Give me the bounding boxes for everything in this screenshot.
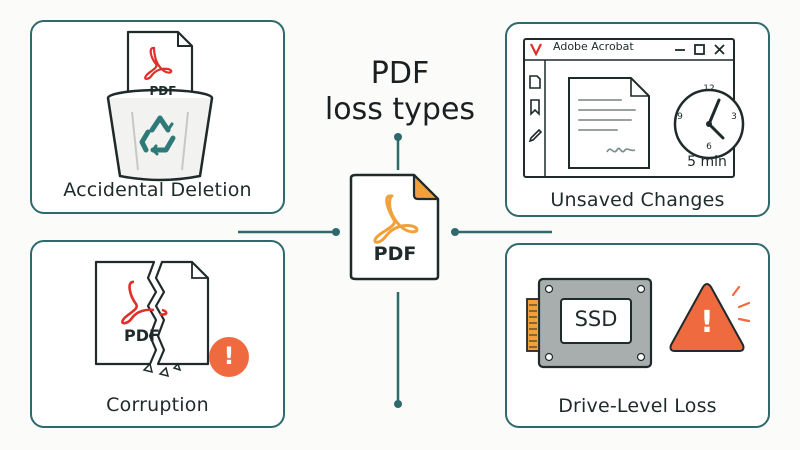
- recycle-icon: [139, 115, 176, 156]
- page-sidebar-icon: [529, 75, 541, 89]
- debris-icon: [142, 362, 182, 378]
- clock-number-9: 9: [677, 112, 683, 122]
- window-controls: [675, 44, 725, 55]
- timer-label: 5 min: [687, 154, 727, 170]
- acrobat-window: [523, 38, 745, 178]
- ssd-connector-icon: [526, 298, 540, 352]
- close-icon: [714, 44, 725, 55]
- corruption-alert-mark: !: [223, 342, 235, 370]
- title-line-2: loss types: [324, 92, 476, 127]
- connector-right-dot: [451, 228, 459, 236]
- bookmark-sidebar-icon: [530, 99, 540, 116]
- card-accidental-deletion: PDF Accidental Deletion: [30, 20, 285, 214]
- drive-alert-mark: !: [700, 305, 714, 340]
- card-label-drive-level-loss: Drive-Level Loss: [558, 395, 717, 417]
- ssd-drive-icon: [526, 277, 653, 369]
- card-unsaved-changes: Adobe Acrobat 12 3 6 9 5 min Unsaved Cha…: [505, 22, 770, 217]
- acrobat-logo-icon: [121, 280, 168, 325]
- acrobat-logo-icon: [144, 46, 173, 80]
- center-pdf-document-icon: [349, 173, 440, 281]
- signature-icon: [606, 147, 636, 153]
- alert-spark-icon: [731, 285, 751, 323]
- connector-top-dot: [394, 133, 402, 141]
- card-label-accidental-deletion: Accidental Deletion: [63, 179, 252, 201]
- card-label-corruption: Corruption: [106, 394, 209, 416]
- center-pdf-label: PDF: [373, 243, 417, 265]
- maximize-icon: [694, 44, 705, 55]
- clock-number-12: 12: [703, 84, 715, 94]
- card-label-unsaved-changes: Unsaved Changes: [550, 189, 725, 211]
- clock-number-3: 3: [731, 112, 737, 122]
- warning-triangle-icon: [669, 283, 751, 352]
- connector-left-dot: [332, 228, 340, 236]
- acrobat-logo-icon: [373, 194, 419, 244]
- card-corruption: PDF ! Corruption: [30, 240, 285, 428]
- card-drive-level-loss: SSD ! Drive-Level Loss: [505, 243, 770, 428]
- pen-sidebar-icon: [528, 128, 543, 143]
- torn-pdf-label: PDF: [124, 326, 160, 345]
- ssd-label: SSD: [574, 307, 618, 331]
- acrobat-window-title: Adobe Acrobat: [553, 40, 634, 53]
- connector-bottom-dot: [394, 400, 402, 408]
- title-line-1: PDF: [370, 56, 430, 91]
- clock-number-6: 6: [706, 142, 712, 152]
- trash-pdf-label: PDF: [149, 84, 177, 98]
- alert-circle-icon: [209, 337, 249, 377]
- acrobat-window-logo-icon: [530, 43, 542, 57]
- trash-bin-icon: [106, 30, 214, 182]
- torn-pdf-icon: [94, 260, 210, 378]
- clock-icon: [673, 88, 745, 160]
